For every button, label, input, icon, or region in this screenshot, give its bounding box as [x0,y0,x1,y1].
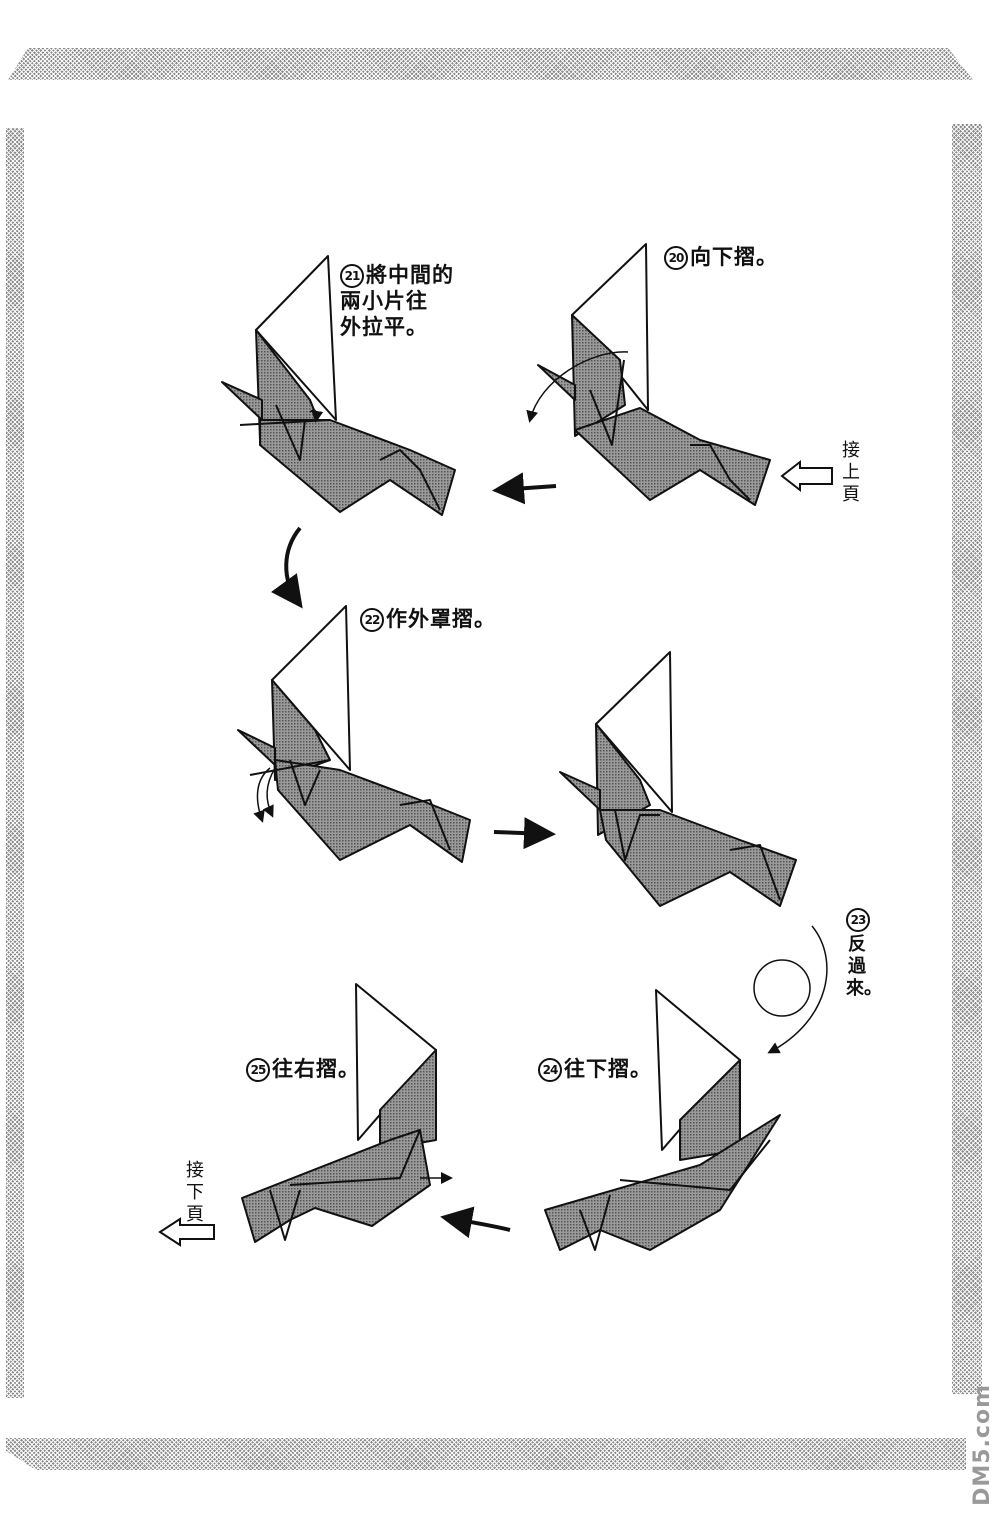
step-20-text: 向下摺。 [690,245,778,269]
watermark: DM5.com [970,1384,995,1506]
step-23-label: 23反過來。 [846,908,882,1000]
step-24-figure [544,989,781,1251]
arrow-step21-to-22 [270,526,303,609]
right-border-band [952,124,982,1394]
step-20-figure [526,243,771,506]
step-25-text: 往右摺。 [272,1057,360,1081]
bottom-border-band [6,1438,966,1470]
step-22-result-figure [559,651,797,907]
step-21-figure [221,255,456,516]
step-22-text: 作外罩摺。 [386,607,496,631]
arrow-step20-to-21 [492,472,557,505]
step-24-text: 往下摺。 [564,1057,652,1081]
continued-to-arrow [158,1217,215,1247]
continued-from-label: 接上頁 [842,440,860,505]
step-23-text: 反過來。 [846,934,882,999]
step-24-number: 24 [538,1058,562,1082]
arrow-step24-to-25 [440,1206,511,1239]
step-25-figure [241,983,453,1243]
continued-from-arrow [780,459,833,493]
flip-over-symbol [753,925,828,1054]
left-border-band [6,128,24,1398]
arrow-step22-result [493,817,556,850]
step-25-number: 25 [246,1058,270,1082]
step-20-number: 20 [664,246,688,270]
step-22-figure [237,605,471,863]
step-21-text: 將中間的 兩小片往 外拉平。 [340,263,454,339]
step-23-number: 23 [846,908,870,932]
step-21-number: 21 [340,264,364,288]
continued-to-label: 接下頁 [186,1160,204,1225]
top-border-band [8,48,973,80]
step-22-number: 22 [360,608,384,632]
